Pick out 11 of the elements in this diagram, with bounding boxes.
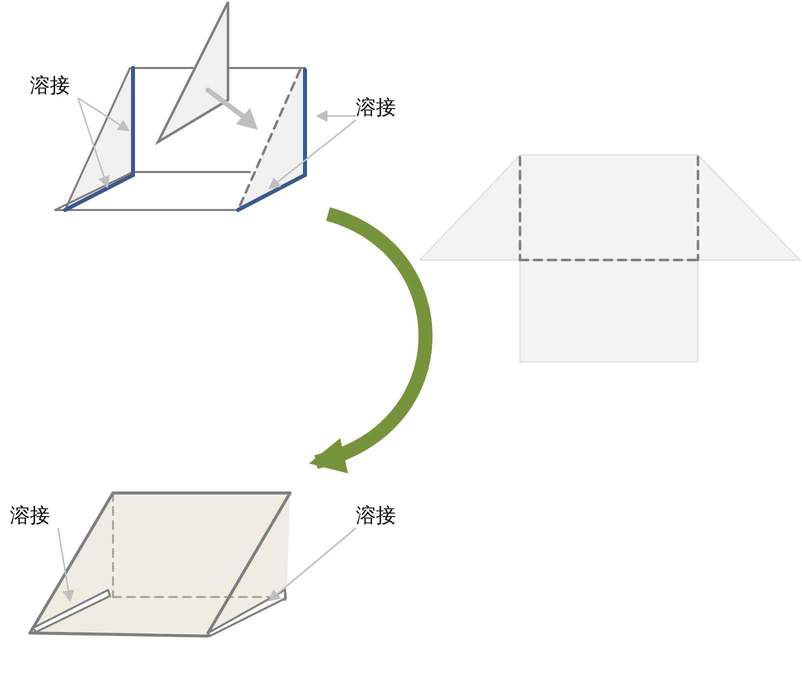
leader-line [78, 97, 130, 132]
weld-label: 溶接 [30, 73, 70, 97]
leader-line [57, 528, 74, 602]
leader-line [268, 119, 356, 190]
weld-label: 溶接 [356, 95, 396, 119]
weld-label: 溶接 [356, 503, 396, 527]
weld-label: 溶接 [10, 503, 50, 527]
leader-line [268, 527, 356, 602]
curved-arrow [309, 207, 432, 470]
leader-line [316, 110, 356, 122]
leader-line [77, 98, 110, 188]
